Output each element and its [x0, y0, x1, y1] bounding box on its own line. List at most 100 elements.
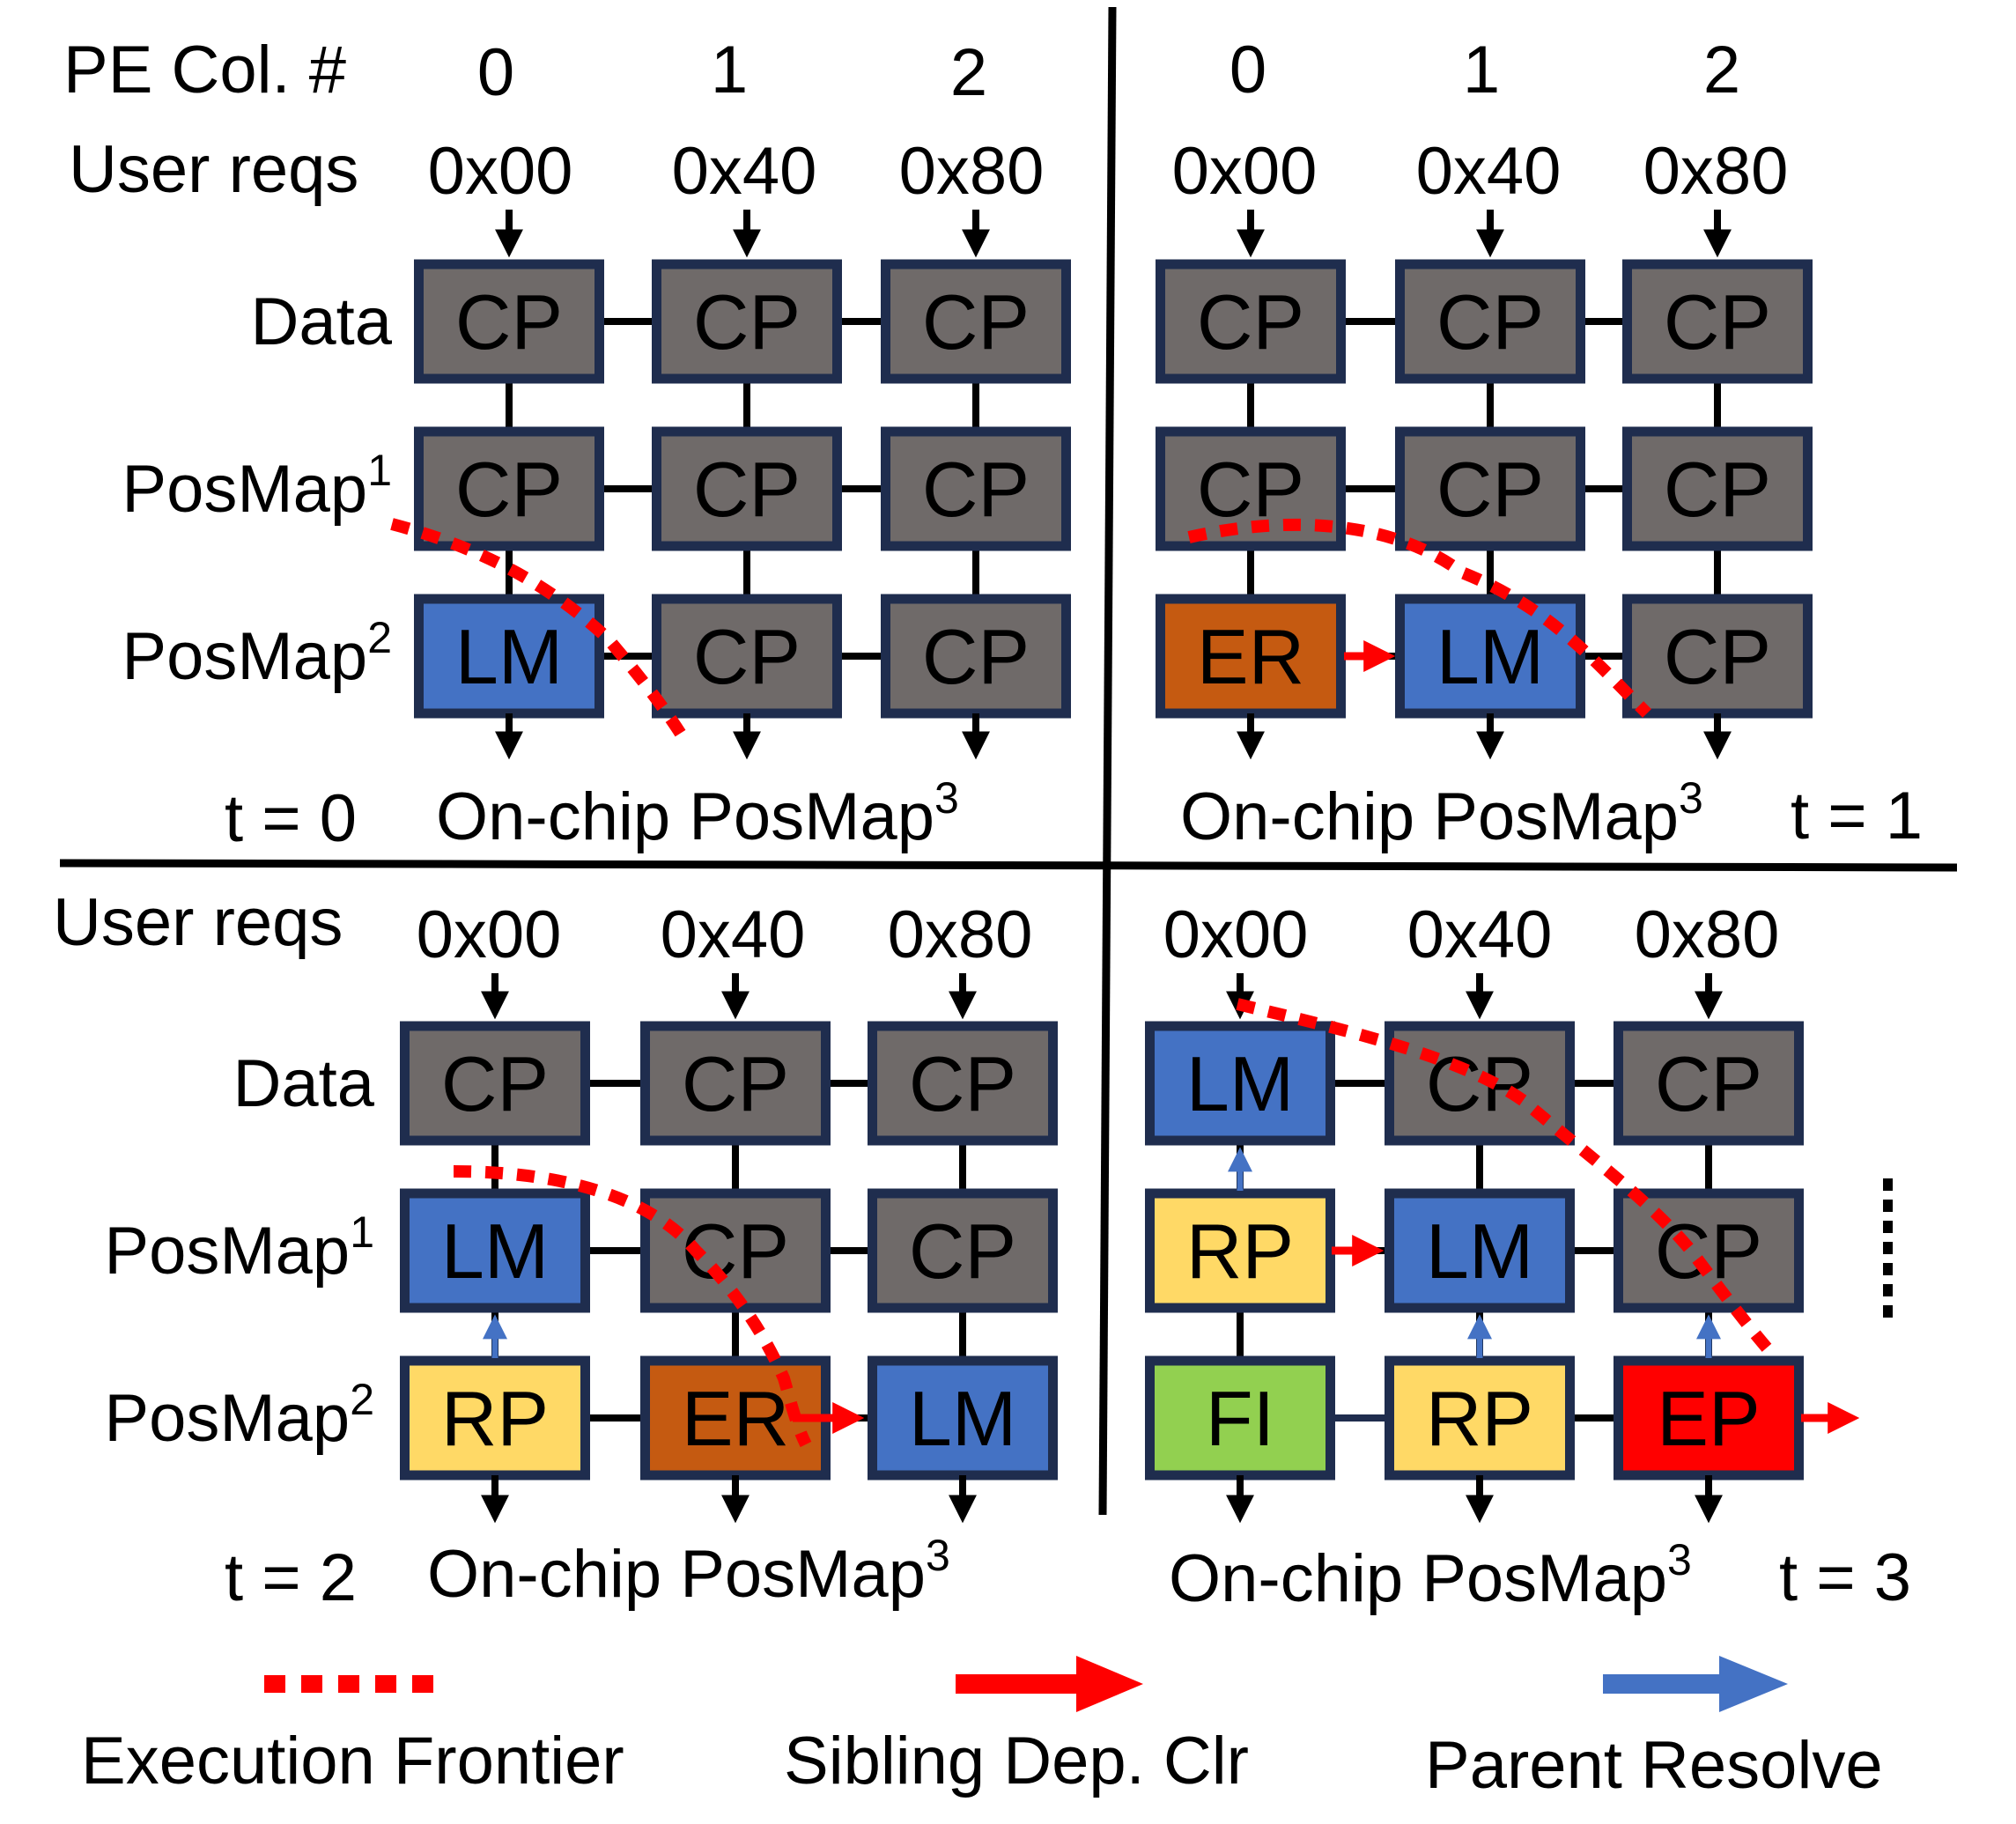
- pe-cell-lm: LM: [400, 1188, 590, 1313]
- cell-label: RP: [1186, 1207, 1294, 1295]
- row-label: Data: [233, 1046, 374, 1121]
- address-label: 0x00: [428, 134, 573, 209]
- pe-cell-cp: CP: [1622, 594, 1813, 719]
- pe-cell-cp: CP: [1614, 1188, 1804, 1313]
- cell-label: CP: [682, 1040, 789, 1127]
- pe-col-label: PE Col. #: [63, 33, 346, 107]
- pe-cell-cp: CP: [881, 259, 1071, 384]
- row-label: PosMap1: [122, 446, 392, 527]
- address-label: 0x80: [1635, 897, 1780, 972]
- cell-label: ER: [1197, 613, 1304, 700]
- row-label: PosMap2: [104, 1375, 374, 1456]
- cell-label: LM: [909, 1375, 1016, 1462]
- col-index-2-right: 2: [1703, 33, 1740, 107]
- cell-label: CP: [1197, 278, 1304, 366]
- legend: Execution Frontier Sibling Dep. Clr Pare…: [81, 1656, 1883, 1803]
- cell-label: LM: [1186, 1040, 1294, 1127]
- on-chip-posmap-label: On-chip PosMap3: [427, 1531, 950, 1612]
- pe-cell-cp: CP: [1395, 426, 1585, 551]
- pe-cell-ep: EP: [1614, 1355, 1804, 1481]
- address-label: 0x40: [1407, 897, 1553, 972]
- pe-cell-cp: CP: [1622, 259, 1813, 384]
- cell-label: RP: [1426, 1375, 1533, 1462]
- cell-label: CP: [1655, 1207, 1762, 1295]
- pe-cell-fi: FI: [1145, 1355, 1335, 1481]
- address-label: 0x00: [1172, 134, 1318, 209]
- legend-parent-label: Parent Resolve: [1425, 1728, 1883, 1803]
- cell-label: CP: [909, 1040, 1016, 1127]
- address-label: 0x40: [1416, 134, 1562, 209]
- pe-cell-lm: LM: [1385, 1188, 1575, 1313]
- pe-cell-cp: CP: [868, 1188, 1058, 1313]
- legend-sibling-label: Sibling Dep. Clr: [784, 1724, 1249, 1798]
- execution-frontier: [1187, 518, 1651, 718]
- cell-label: LM: [455, 613, 563, 700]
- cell-label: CP: [693, 613, 801, 700]
- cell-label: ER: [682, 1375, 789, 1462]
- pe-cell-cp: CP: [1614, 1021, 1804, 1146]
- cell-label: CP: [922, 446, 1030, 533]
- col-index-2-left: 2: [950, 35, 987, 110]
- pe-cell-cp: CP: [414, 259, 604, 384]
- on-chip-posmap-label: On-chip PosMap3: [1169, 1535, 1692, 1616]
- cell-label: CP: [922, 278, 1030, 366]
- time-label: t = 3: [1779, 1540, 1911, 1615]
- horizontal-divider: [59, 859, 1958, 872]
- pe-cell-rp: RP: [1145, 1188, 1335, 1313]
- cell-label: CP: [455, 278, 563, 366]
- pe-cell-cp: CP: [414, 426, 604, 551]
- time-label: t = 0: [225, 781, 357, 856]
- pe-cell-cp: CP: [881, 426, 1071, 551]
- cell-label: LM: [1426, 1207, 1533, 1295]
- cell-label: EP: [1657, 1375, 1760, 1462]
- cell-label: CP: [455, 446, 563, 533]
- col-index-0-left: 0: [477, 35, 514, 110]
- legend-sibling-arrow: [956, 1656, 1143, 1712]
- cell-label: CP: [909, 1207, 1016, 1295]
- cell-label: CP: [1197, 446, 1304, 533]
- cell-label: CP: [693, 446, 801, 533]
- row-label: PosMap2: [122, 613, 392, 694]
- pe-cell-cp: CP: [640, 1188, 831, 1313]
- col-index-1-right: 1: [1463, 33, 1500, 107]
- execution-frontier: [1236, 998, 1776, 1356]
- pe-cell-lm: LM: [1395, 594, 1585, 719]
- cell-label: CP: [1436, 278, 1544, 366]
- address-label: 0x40: [661, 897, 806, 972]
- user-reqs-label: User reqs: [69, 132, 358, 207]
- address-label: 0x80: [899, 134, 1045, 209]
- time-label: t = 2: [225, 1540, 357, 1615]
- pe-cell-cp: CP: [868, 1021, 1058, 1146]
- cell-label: LM: [1436, 613, 1544, 700]
- pe-cell-cp: CP: [652, 426, 842, 551]
- pe-cell-cp: CP: [640, 1021, 831, 1146]
- user-reqs-label: User reqs: [53, 885, 343, 960]
- time-label: t = 1: [1791, 779, 1923, 853]
- cell-label: LM: [441, 1207, 549, 1295]
- execution-frontier: [453, 1165, 812, 1448]
- col-index-0-right: 0: [1230, 33, 1266, 107]
- address-label: 0x80: [888, 897, 1033, 972]
- vertical-divider: [1098, 6, 1117, 1516]
- pe-cell-cp: CP: [1622, 426, 1813, 551]
- pe-cell-er: ER: [1156, 594, 1346, 719]
- pe-cell-cp: CP: [881, 594, 1071, 719]
- pe-cell-rp: RP: [400, 1355, 590, 1481]
- row-label: PosMap1: [104, 1207, 374, 1289]
- cell-label: CP: [1655, 1040, 1762, 1127]
- pe-cell-lm: LM: [868, 1355, 1058, 1481]
- cell-label: CP: [1436, 446, 1544, 533]
- pe-cell-lm: LM: [414, 594, 604, 719]
- address-label: 0x00: [417, 897, 562, 972]
- pe-cell-lm: LM: [1145, 1021, 1335, 1146]
- cell-label: FI: [1206, 1375, 1274, 1462]
- address-label: 0x80: [1643, 134, 1789, 209]
- pe-cell-cp: CP: [1395, 259, 1585, 384]
- address-label: 0x40: [672, 134, 817, 209]
- col-index-1-left: 1: [711, 33, 748, 107]
